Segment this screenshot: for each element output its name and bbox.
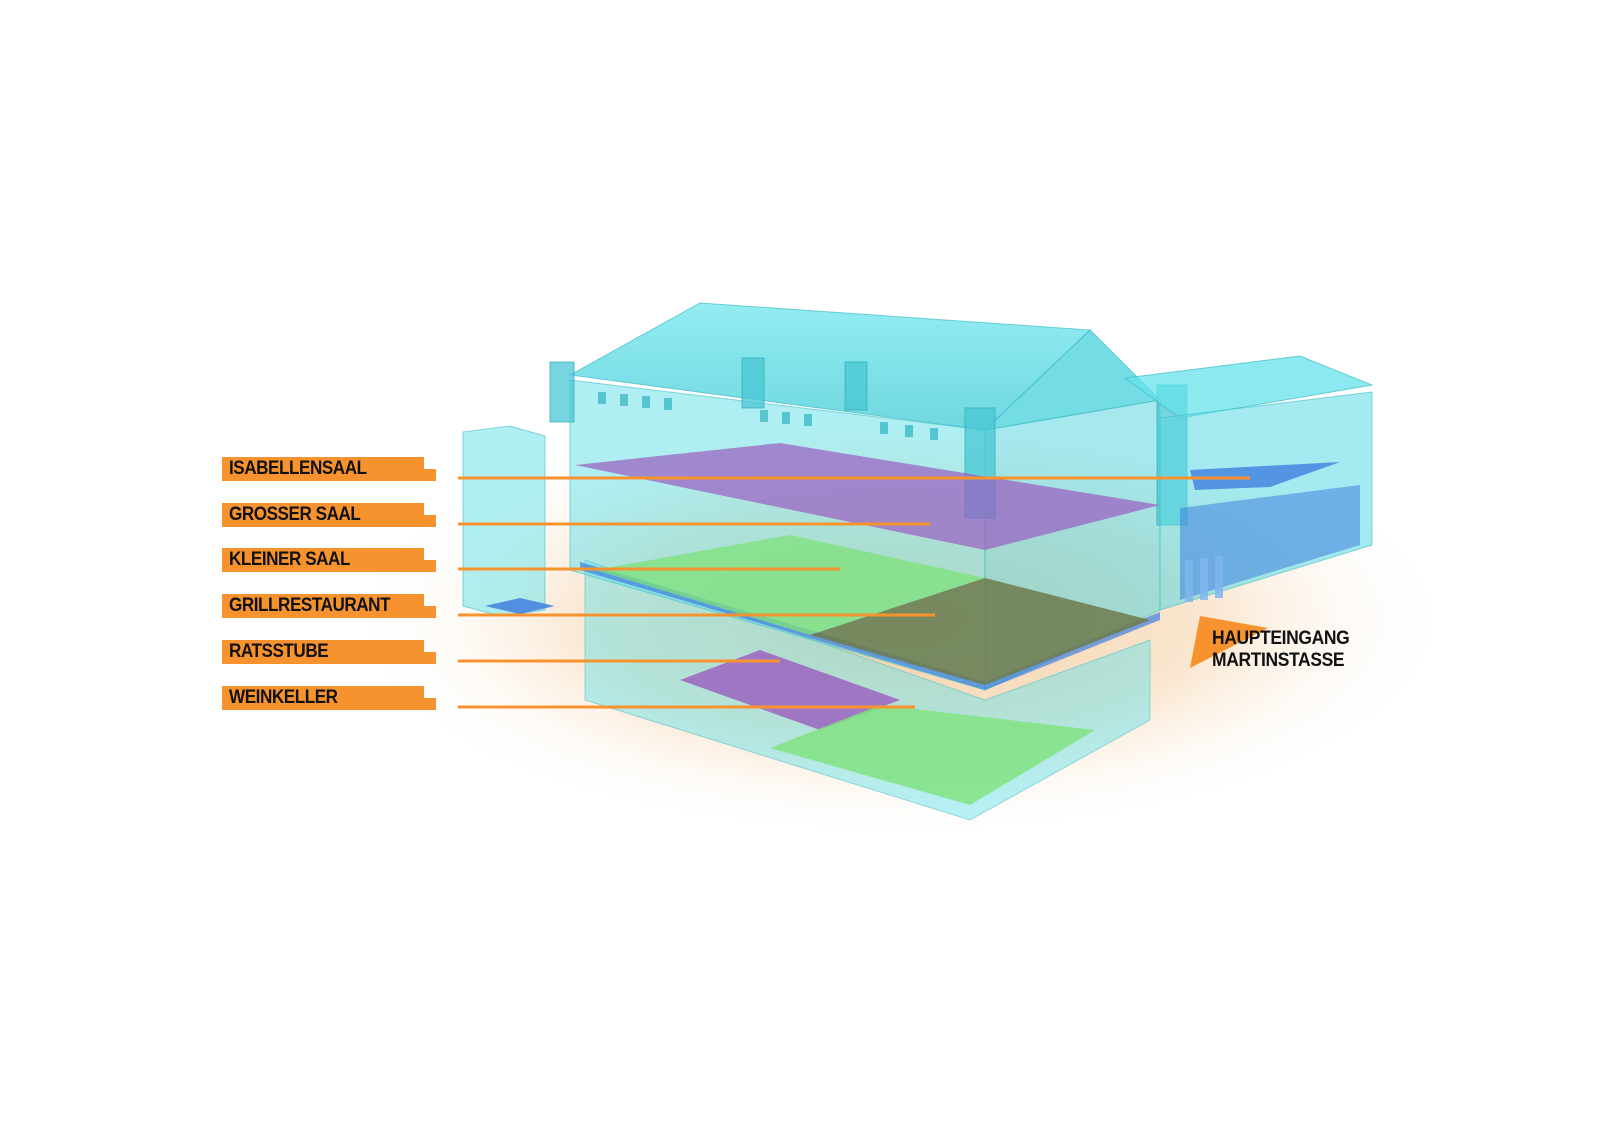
- label-tab: [222, 640, 424, 664]
- label-tab: [222, 686, 424, 710]
- floor-kleiner-saal: [595, 535, 985, 635]
- battlements: [598, 392, 938, 440]
- floor-weinkeller: [770, 705, 1095, 805]
- entrance-doors: [1185, 556, 1223, 602]
- label-grosser-saal: GROSSER SAAL: [222, 503, 450, 527]
- label-notch: [424, 469, 436, 481]
- entrance-line-2: MARTINSTASSE: [1212, 650, 1345, 671]
- label-kleiner-saal: KLEINER SAAL: [222, 548, 450, 572]
- label-text: GRILLRESTAURANT: [229, 595, 391, 616]
- label-text: KLEINER SAAL: [229, 549, 350, 570]
- leader-lines: [458, 476, 1250, 709]
- entrance-line-1: HAUPTEINGANG: [1212, 628, 1350, 649]
- label-tab: [222, 548, 424, 572]
- label-grillrestaurant: GRILLRESTAURANT: [222, 594, 450, 618]
- main-roof-side: [983, 329, 1162, 431]
- label-tab: [222, 457, 424, 481]
- label-weinkeller: WEINKELLER: [222, 686, 450, 710]
- east-wing-blue-block: [1180, 485, 1360, 600]
- label-text: GROSSER SAAL: [229, 504, 361, 525]
- left-tower: [462, 425, 546, 617]
- east-wing-roof: [1123, 355, 1374, 419]
- label-text: RATSSTUBE: [229, 641, 329, 662]
- label-notch: [424, 652, 436, 664]
- floor-ratsstube: [680, 650, 900, 730]
- label-notch: [424, 698, 436, 710]
- label-text: WEINKELLER: [229, 687, 338, 708]
- label-isabellensaal: ISABELLENSAAL: [222, 457, 450, 481]
- left-tower-floor: [485, 598, 555, 614]
- label-notch: [424, 606, 436, 618]
- label-tab: [222, 503, 424, 527]
- floor-grillrestaurant: [810, 578, 1150, 685]
- label-text: ISABELLENSAAL: [229, 458, 367, 479]
- label-ratsstube: RATSSTUBE: [222, 640, 450, 664]
- label-tab: [222, 594, 424, 618]
- floor-isabellensaal: [1190, 462, 1340, 490]
- floor-grosser-saal: [575, 443, 1160, 550]
- entrance-arrow-icon: [1190, 616, 1268, 668]
- label-notch: [424, 560, 436, 572]
- entrance-label: HAUPTEINGANG MARTINSTASSE: [1212, 628, 1361, 672]
- label-notch: [424, 515, 436, 527]
